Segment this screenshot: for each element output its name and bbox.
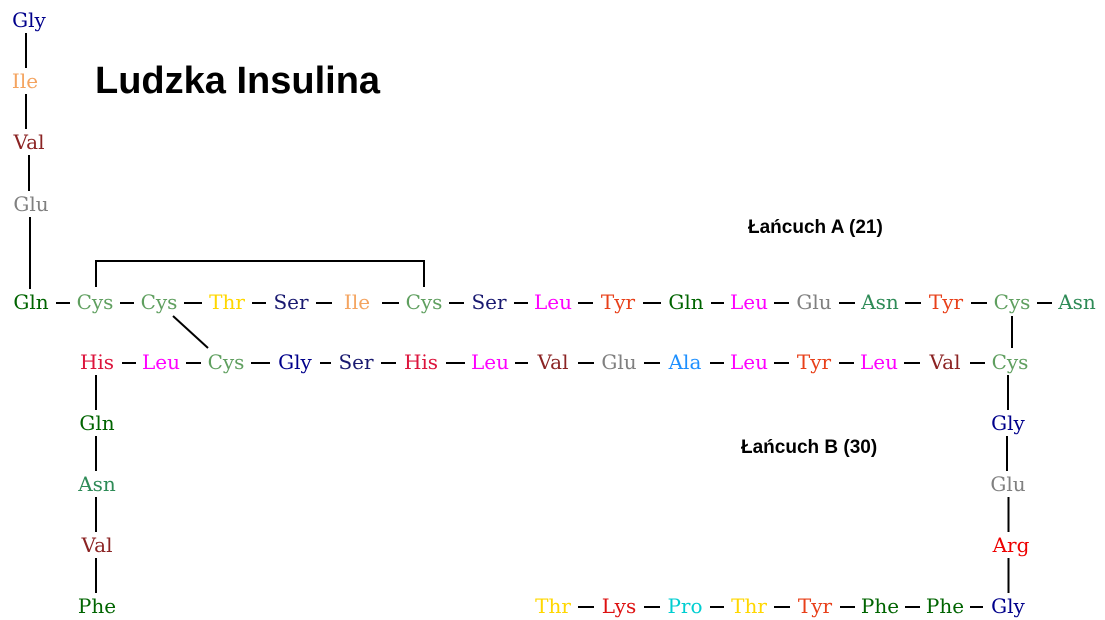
chain_b-residue-val: Val [537, 350, 569, 374]
chain_b-residue-cys: Cys [208, 350, 245, 374]
chain_b-residue-phe: Phe [926, 594, 964, 618]
chain_a-residue-ile: Ile [344, 290, 370, 314]
chain_b-residue-gln: Gln [79, 411, 114, 435]
chain_b-residue-glu: Glu [990, 472, 1025, 496]
chain_b-residue-phe: Phe [78, 594, 116, 618]
chain_b-residue-pro: Pro [667, 594, 702, 618]
chain_b-residue-arg: Arg [992, 533, 1030, 557]
chain_b-residue-val: Val [81, 533, 113, 557]
chain_a-residue-cys: Cys [994, 290, 1031, 314]
chain_a-residue-glu: Glu [796, 290, 831, 314]
chain_a-residue-asn: Asn [1057, 290, 1096, 314]
chain_b-residue-leu: Leu [471, 350, 509, 374]
chain-a-label: Łańcuch A (21) [748, 217, 883, 238]
chain_b-residue-glu: Glu [601, 350, 636, 374]
chain_a-residue-val: Val [13, 130, 45, 154]
chain_b-residue-his: His [80, 350, 114, 374]
chain_a-residue-gly: Gly [12, 8, 46, 32]
chain_a-residue-leu: Leu [534, 290, 572, 314]
chain_a-residue-leu: Leu [730, 290, 768, 314]
disulfide-bridge-a7-b7 [172, 315, 209, 349]
chain_b-residue-gly: Gly [991, 594, 1025, 618]
page-title: Ludzka Insulina [95, 60, 381, 102]
chain_a-residue-gln: Gln [668, 290, 703, 314]
chain_b-residue-his: His [404, 350, 438, 374]
chain_a-residue-cys: Cys [141, 290, 178, 314]
chain_a-residue-ile: Ile [12, 69, 38, 93]
chain_a-residue-ser: Ser [273, 290, 309, 314]
chain_b-residue-leu: Leu [730, 350, 768, 374]
chain_a-residue-cys: Cys [77, 290, 114, 314]
chain_b-residue-asn: Asn [77, 472, 116, 496]
disulfide-bridges [95, 260, 1013, 349]
chain_b-residue-cys: Cys [992, 350, 1029, 374]
chain_a-residue-glu: Glu [13, 192, 48, 216]
chain_b-residue-leu: Leu [860, 350, 898, 374]
chain_b-residue-phe: Phe [861, 594, 899, 618]
disulfide-bridge-a6-a11 [95, 260, 425, 287]
chain_a-residue-tyr: Tyr [929, 290, 964, 314]
chain_b-residue-gly: Gly [991, 411, 1025, 435]
chain_b-residue-ala: Ala [668, 350, 702, 374]
chain_a-residue-cys: Cys [406, 290, 443, 314]
chain_b-residue-gly: Gly [278, 350, 312, 374]
chain_a-residue-asn: Asn [860, 290, 899, 314]
chain_b-residue-leu: Leu [142, 350, 180, 374]
chain-b-label: Łańcuch B (30) [741, 437, 877, 458]
chain_a-residue-gln: Gln [13, 290, 48, 314]
bonds [25, 33, 1052, 608]
chain_b-residue-val: Val [929, 350, 961, 374]
chain_a-residue-thr: Thr [209, 290, 245, 314]
chain_b-residue-thr: Thr [535, 594, 571, 618]
chain_b-residue-ser: Ser [338, 350, 374, 374]
chain_a-residue-tyr: Tyr [601, 290, 636, 314]
chain_a-residue-ser: Ser [471, 290, 507, 314]
chain_b-residue-lys: Lys [602, 594, 637, 618]
chain_b-residue-tyr: Tyr [798, 594, 833, 618]
chain_b-residue-thr: Thr [731, 594, 767, 618]
chain_b-residue-tyr: Tyr [797, 350, 832, 374]
